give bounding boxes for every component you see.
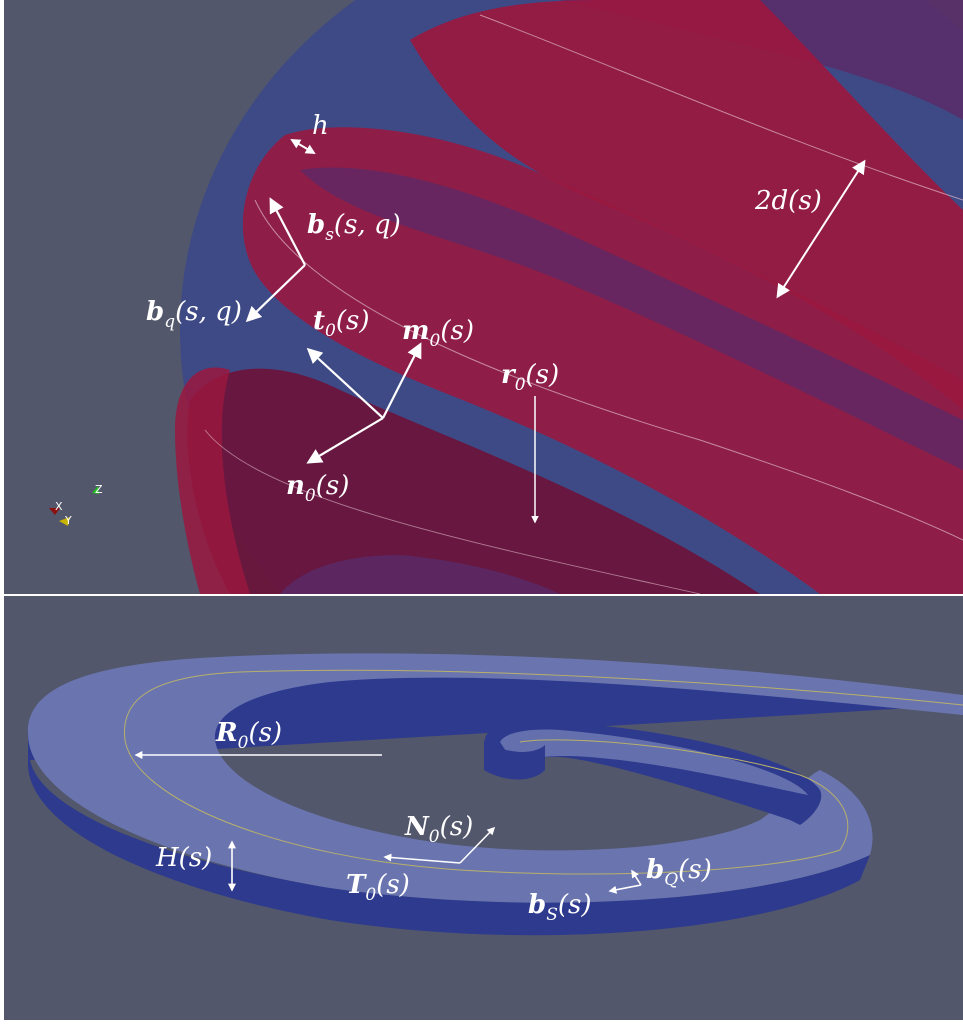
ribbon-bottom-band bbox=[280, 555, 560, 594]
helical-ribbon-upper bbox=[560, 0, 963, 120]
bQ-label: bQ(s) bbox=[646, 855, 712, 890]
bQ-vector-arrow bbox=[631, 869, 642, 886]
two-d-arrow bbox=[776, 159, 866, 299]
spiral-strip-side-outer bbox=[27, 659, 963, 936]
ribbon-centerline-lower bbox=[204, 429, 701, 594]
helical-ribbon-middle bbox=[242, 127, 963, 594]
top-panel: h 2d(s) bs(s, q) bq(s, q) t0(s) m0(s) r0… bbox=[4, 0, 963, 594]
b-q-vector-arrow bbox=[245, 264, 306, 323]
helical-ribbon-middle-inner bbox=[300, 167, 963, 470]
n0-label: n0(s) bbox=[286, 471, 349, 506]
H-label: H(s) bbox=[155, 843, 212, 873]
b-s-label: bs(s, q) bbox=[307, 210, 401, 245]
b-q-label: bq(s, q) bbox=[146, 297, 242, 332]
x-axis-marker-icon bbox=[49, 508, 60, 515]
helical-ribbon-lower-edge bbox=[175, 367, 250, 594]
b-s-vector-arrow bbox=[269, 197, 306, 266]
m0-vector-arrow bbox=[382, 342, 422, 419]
ribbon-centerline-middle bbox=[254, 199, 963, 541]
h-arrow bbox=[290, 138, 316, 155]
N0-vector-arrow bbox=[459, 826, 496, 864]
helical-ribbon-lower bbox=[187, 368, 761, 594]
N0-label: N0(s) bbox=[404, 812, 473, 847]
bottom-panel: R0(s) N0(s) H(s) T0(s) bQ(s) bS(s) bbox=[4, 596, 963, 1020]
bS-label: bS(s) bbox=[528, 890, 591, 925]
t0-vector-arrow bbox=[306, 347, 384, 419]
t0-label: t0(s) bbox=[313, 306, 369, 341]
T0-vector-arrow bbox=[383, 853, 461, 864]
spiral-strip-top-inner bbox=[500, 729, 808, 795]
T0-label: T0(s) bbox=[346, 870, 410, 905]
two-d-label: 2d(s) bbox=[754, 186, 822, 216]
m0-label: m0(s) bbox=[402, 316, 474, 351]
orientation-axes-triad: X Y Z bbox=[49, 483, 103, 527]
n0-vector-arrow bbox=[306, 417, 384, 464]
z-axis-label: Z bbox=[95, 483, 103, 496]
R0-label: R0(s) bbox=[215, 718, 282, 753]
x-axis-label: X bbox=[55, 500, 63, 513]
spiral-strip-top-outer bbox=[27, 653, 963, 903]
bS-vector-arrow bbox=[608, 884, 642, 894]
r0-label: r0(s) bbox=[501, 360, 559, 395]
spiral-centerline bbox=[123, 669, 963, 875]
z-axis-marker-icon bbox=[92, 486, 99, 494]
y-axis-label: Y bbox=[64, 514, 72, 527]
ribbon-centerline-top bbox=[479, 14, 963, 201]
h-label: h bbox=[312, 111, 329, 141]
y-axis-marker-icon bbox=[59, 517, 70, 526]
spiral-curl-end bbox=[484, 740, 545, 780]
